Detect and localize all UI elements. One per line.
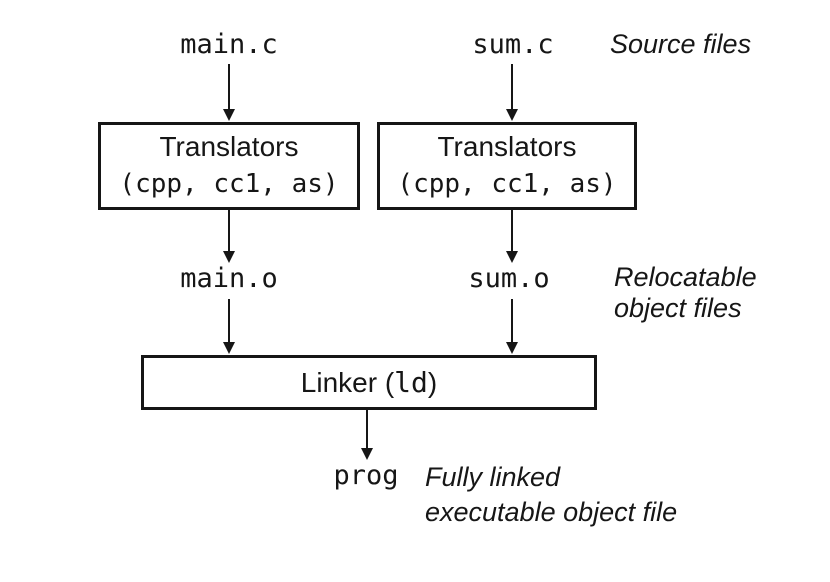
arrow-head-icon <box>361 448 373 460</box>
translator-box-right: Translators (cpp, cc1, as) <box>377 122 637 210</box>
linker-title-prefix: Linker ( <box>300 366 395 398</box>
arrow-main-c-to-translator <box>221 64 237 121</box>
annotation-source-files: Source files <box>610 29 752 59</box>
arrow-linker-to-prog <box>359 410 375 460</box>
source-file-label-main-c: main.c <box>180 29 278 60</box>
arrow-head-icon <box>223 109 235 121</box>
arrow-head-icon <box>506 251 518 263</box>
arrow-translator-to-main-o <box>221 210 237 263</box>
translator-box-left: Translators (cpp, cc1, as) <box>98 122 360 210</box>
arrow-stem <box>228 210 230 255</box>
source-file-label-sum-c: sum.c <box>472 29 554 60</box>
linker-title-suffix: ) <box>427 366 438 398</box>
program-label-prog: prog <box>333 460 399 491</box>
annotation-executable-object-file: Fully linked executable object file <box>425 460 677 530</box>
translator-title: Translators <box>159 131 299 162</box>
arrow-stem <box>228 64 230 113</box>
arrow-stem <box>511 210 513 255</box>
annotation-line: object files <box>614 293 742 323</box>
arrow-head-icon <box>506 109 518 121</box>
arrow-sum-c-to-translator <box>504 64 520 121</box>
object-file-label-sum-o: sum.o <box>468 263 550 294</box>
translator-tools: (cpp, cc1, as) <box>397 169 617 199</box>
arrow-stem <box>511 64 513 113</box>
annotation-relocatable-object-files: Relocatable object files <box>614 262 757 324</box>
arrow-head-icon <box>223 251 235 263</box>
translator-title: Translators <box>437 131 577 162</box>
annotation-line: Fully linked <box>425 462 561 492</box>
annotation-line: Relocatable <box>614 262 757 292</box>
translator-tools: (cpp, cc1, as) <box>119 169 339 199</box>
arrow-head-icon <box>223 342 235 354</box>
arrow-stem <box>511 299 513 346</box>
object-file-label-main-o: main.o <box>180 263 278 294</box>
arrow-head-icon <box>506 342 518 354</box>
linker-tool: ld <box>394 365 428 399</box>
annotation-line: executable object file <box>425 497 678 527</box>
arrow-main-o-to-linker <box>221 299 237 354</box>
arrow-stem <box>366 410 368 452</box>
arrow-translator-to-sum-o <box>504 210 520 263</box>
arrow-sum-o-to-linker <box>504 299 520 354</box>
linker-box: Linker (ld) <box>141 355 597 410</box>
arrow-stem <box>228 299 230 346</box>
